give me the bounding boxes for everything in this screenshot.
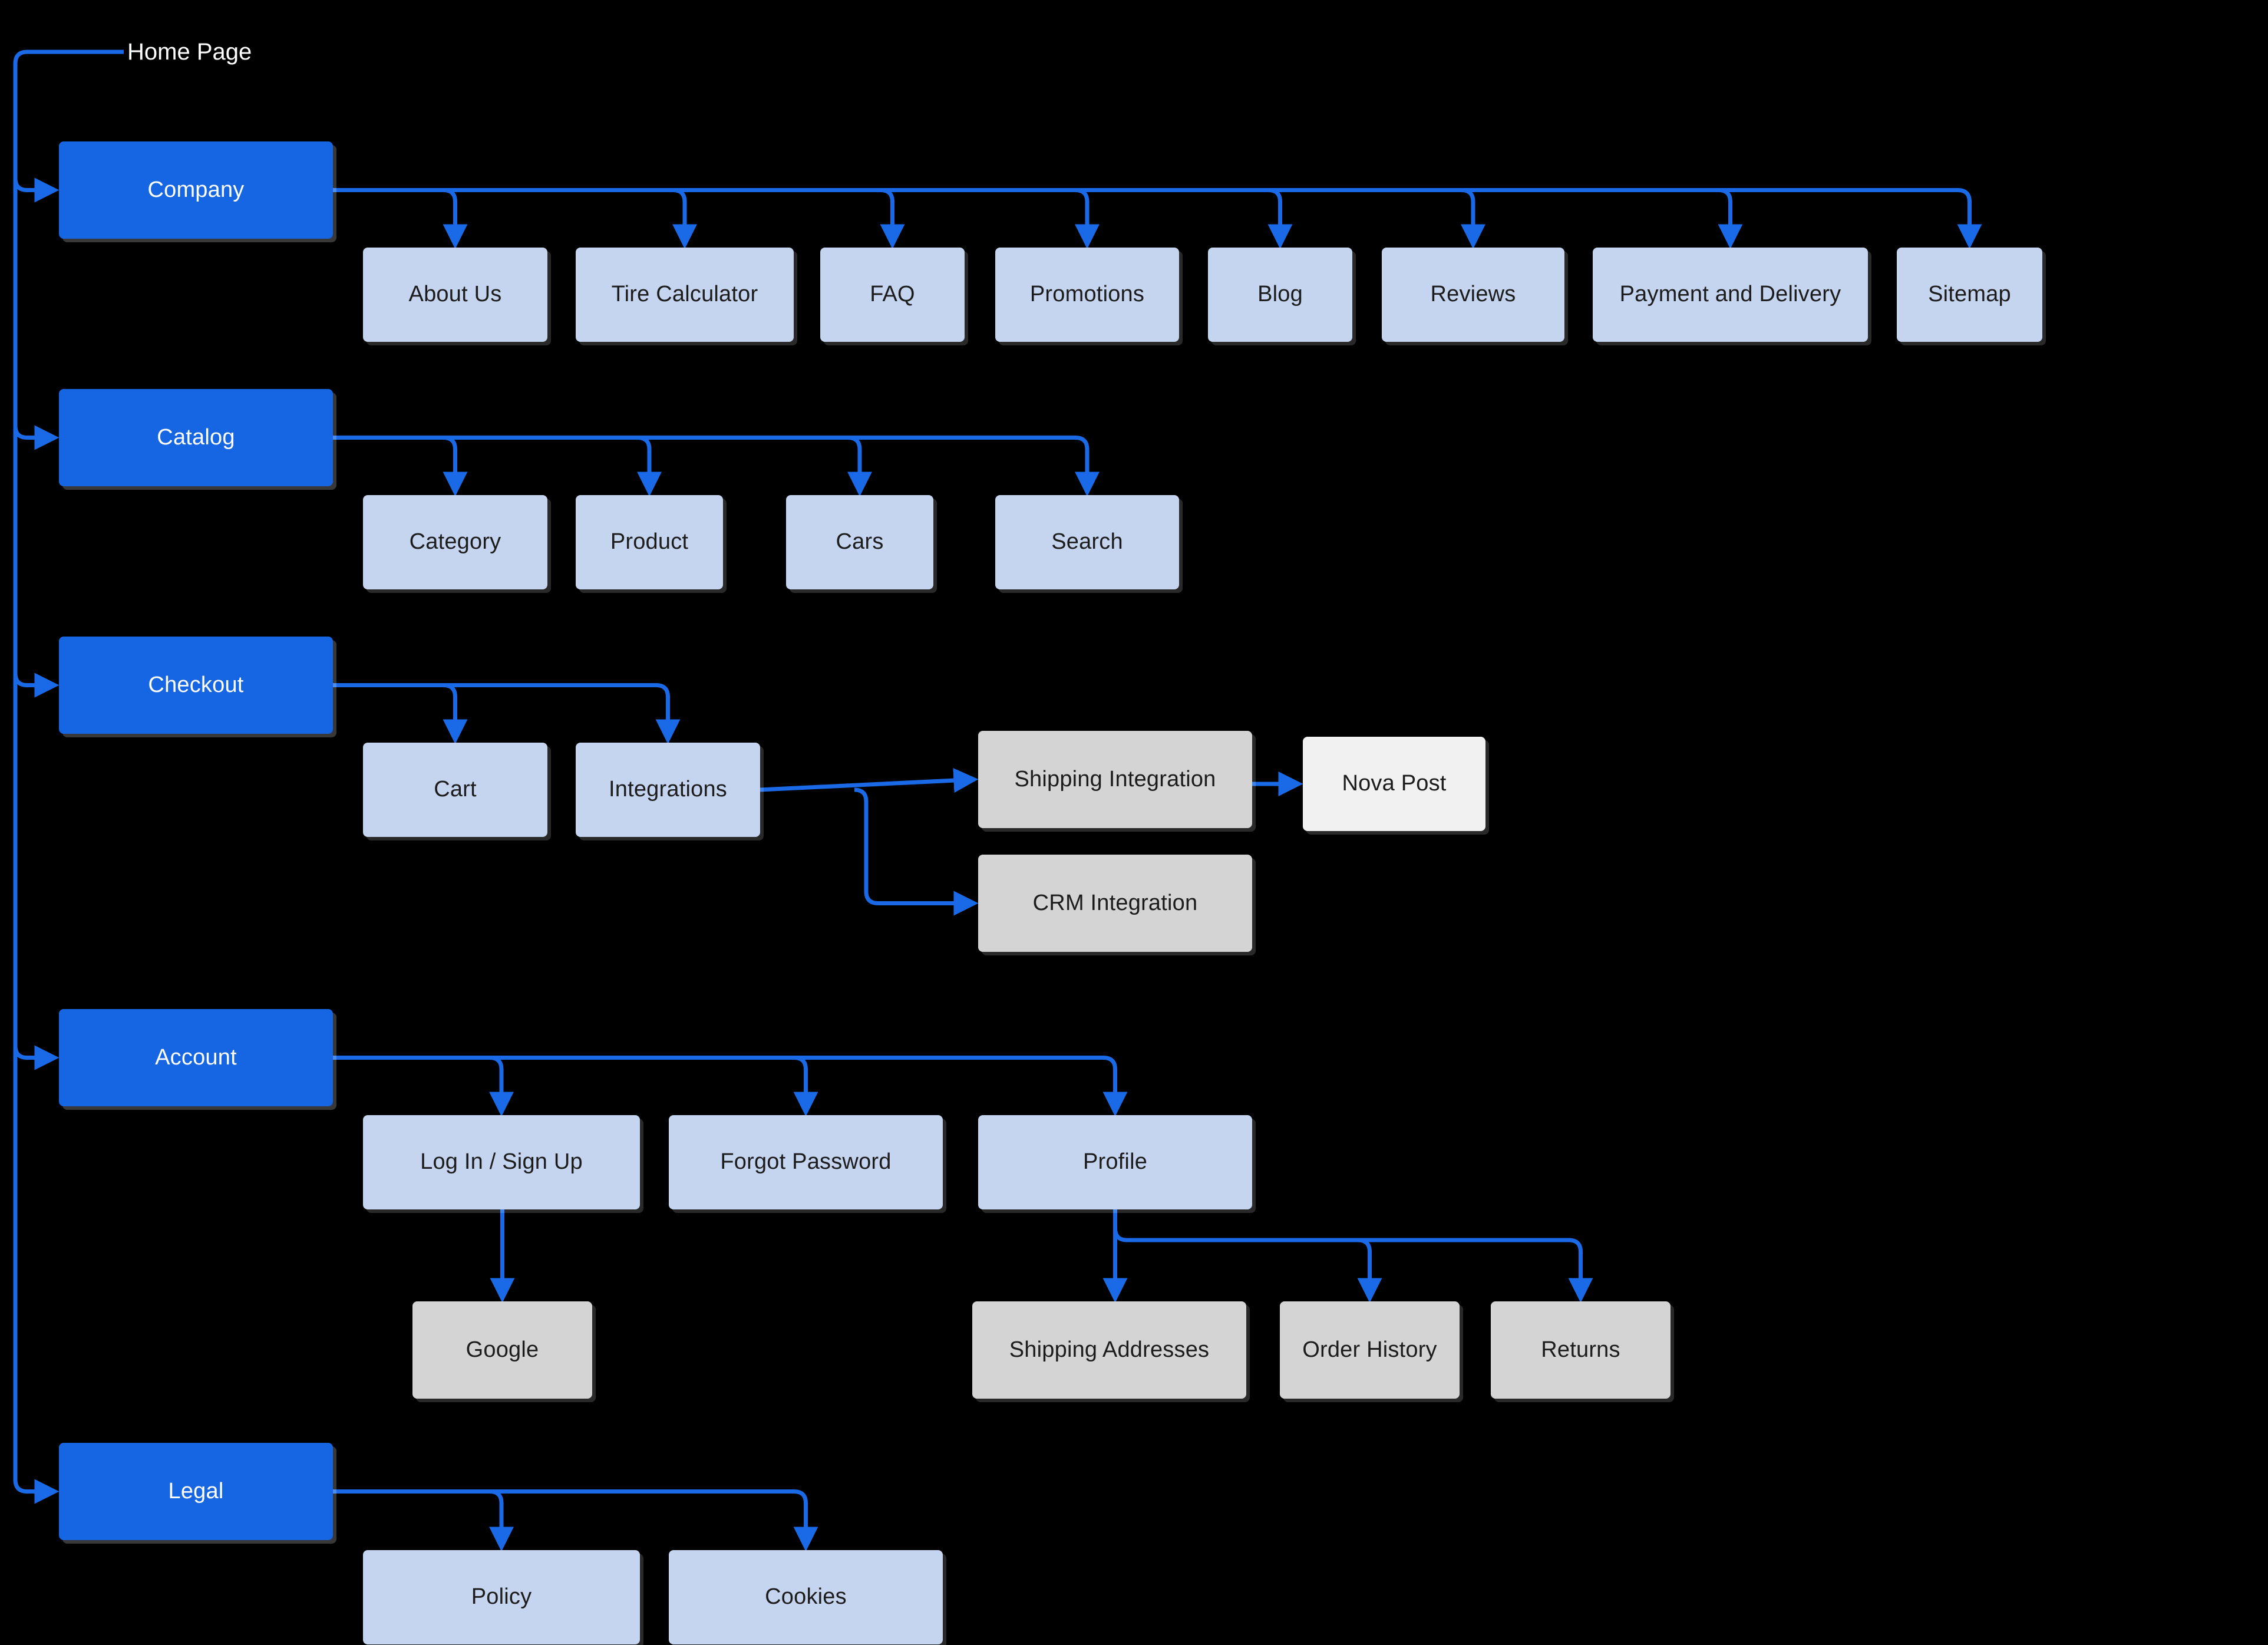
node-home-page: Home Page [127, 39, 252, 65]
node-crm-integration[interactable]: CRM Integration [978, 855, 1252, 952]
node-cars[interactable]: Cars [786, 495, 933, 589]
node-catalog[interactable]: Catalog [59, 389, 333, 486]
node-product[interactable]: Product [576, 495, 723, 589]
node-faq[interactable]: FAQ [820, 248, 965, 342]
node-integrations[interactable]: Integrations [576, 743, 760, 837]
node-reviews[interactable]: Reviews [1382, 248, 1564, 342]
node-blog[interactable]: Blog [1208, 248, 1352, 342]
node-promotions[interactable]: Promotions [995, 248, 1179, 342]
node-login-signup[interactable]: Log In / Sign Up [363, 1115, 640, 1209]
node-google[interactable]: Google [412, 1301, 592, 1399]
node-policy[interactable]: Policy [363, 1550, 640, 1644]
node-search[interactable]: Search [995, 495, 1179, 589]
node-sitemap[interactable]: Sitemap [1897, 248, 2042, 342]
node-tire-calculator[interactable]: Tire Calculator [576, 248, 794, 342]
node-nova-post[interactable]: Nova Post [1303, 737, 1485, 831]
node-order-history[interactable]: Order History [1280, 1301, 1460, 1399]
node-category[interactable]: Category [363, 495, 547, 589]
node-shipping-addresses[interactable]: Shipping Addresses [972, 1301, 1246, 1399]
node-cookies[interactable]: Cookies [669, 1550, 943, 1644]
node-returns[interactable]: Returns [1491, 1301, 1671, 1399]
node-legal[interactable]: Legal [59, 1443, 333, 1540]
node-cart[interactable]: Cart [363, 743, 547, 837]
node-checkout[interactable]: Checkout [59, 637, 333, 734]
node-company[interactable]: Company [59, 141, 333, 239]
node-profile[interactable]: Profile [978, 1115, 1252, 1209]
node-shipping-integration[interactable]: Shipping Integration [978, 731, 1252, 828]
node-account[interactable]: Account [59, 1009, 333, 1106]
node-payment-delivery[interactable]: Payment and Delivery [1593, 248, 1868, 342]
node-forgot-password[interactable]: Forgot Password [669, 1115, 943, 1209]
node-about-us[interactable]: About Us [363, 248, 547, 342]
